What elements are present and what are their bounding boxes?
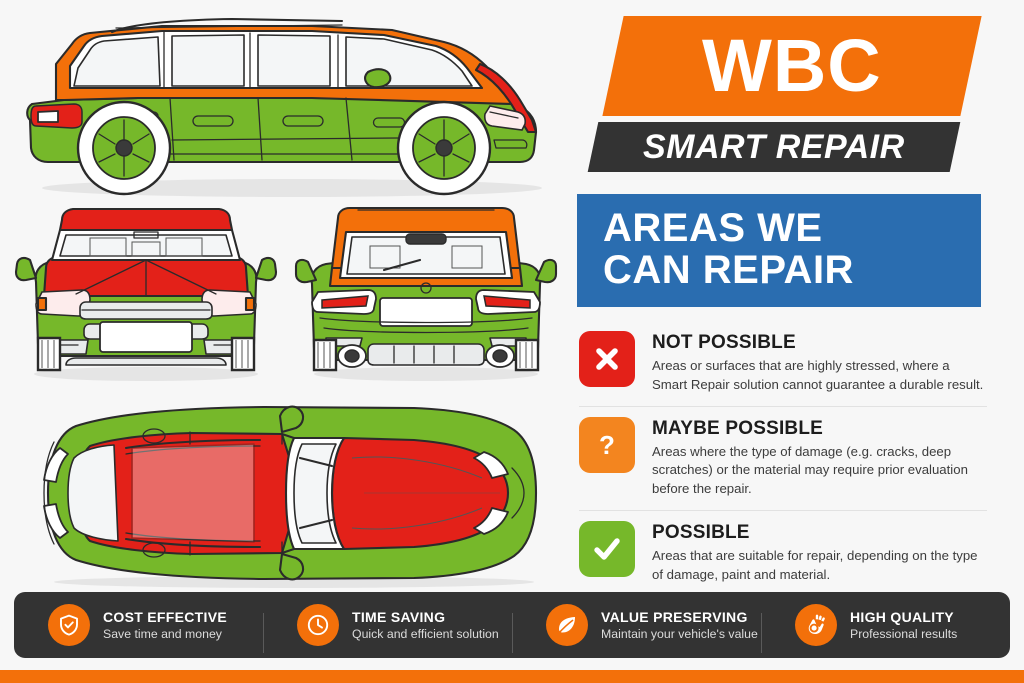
legend-item-maybe-possible: ? MAYBE POSSIBLE Areas where the type of… <box>579 407 987 511</box>
logo-tagline-bar: SMART REPAIR <box>587 122 961 172</box>
legend-item-body: NOT POSSIBLE Areas or surfaces that are … <box>652 331 987 394</box>
benefit-title: VALUE PRESERVING <box>601 609 748 625</box>
benefit-value-preserving: VALUE PRESERVING Maintain your vehicle's… <box>512 604 761 653</box>
benefit-text: VALUE PRESERVING Maintain your vehicle's… <box>601 609 758 641</box>
shield-check-icon <box>48 604 90 646</box>
benefit-text: TIME SAVING Quick and efficient solution <box>352 609 499 641</box>
benefit-subtitle: Quick and efficient solution <box>352 627 499 641</box>
benefit-title: TIME SAVING <box>352 609 446 625</box>
clock-icon <box>297 604 339 646</box>
benefit-title: COST EFFECTIVE <box>103 609 227 625</box>
benefit-subtitle: Save time and money <box>103 627 222 641</box>
benefit-cost-effective: COST EFFECTIVE Save time and money <box>14 604 263 646</box>
legend-item-title: MAYBE POSSIBLE <box>652 417 824 439</box>
benefit-high-quality: HIGH QUALITY Professional results <box>761 604 1010 653</box>
leaf-icon <box>546 604 588 646</box>
legend-item-title: POSSIBLE <box>652 521 750 543</box>
page-title: AREAS WE CAN REPAIR <box>603 206 981 292</box>
legend-item-body: POSSIBLE Areas that are suitable for rep… <box>652 521 987 584</box>
car-diagram-panel <box>0 0 575 590</box>
legend-item-description: Areas or surfaces that are highly stress… <box>652 358 984 392</box>
legend-item-possible: POSSIBLE Areas that are suitable for rep… <box>579 511 987 595</box>
legend-item-body: MAYBE POSSIBLE Areas where the type of d… <box>652 417 987 499</box>
checkmark-icon <box>579 520 635 577</box>
logo-brand-bar: WBC <box>602 16 982 116</box>
benefit-subtitle: Maintain your vehicle's value <box>601 627 758 641</box>
benefit-title: HIGH QUALITY <box>850 609 954 625</box>
ok-hand-icon <box>795 604 837 646</box>
benefits-bar: COST EFFECTIVE Save time and money TIME … <box>14 592 1010 658</box>
car-front-view <box>14 198 278 383</box>
benefit-subtitle: Professional results <box>850 627 958 641</box>
heading-line-2: CAN REPAIR <box>603 247 854 292</box>
logo-tagline-text: SMART REPAIR <box>643 128 905 166</box>
car-side-view <box>12 8 557 198</box>
car-rear-view <box>294 198 558 383</box>
benefit-text: COST EFFECTIVE Save time and money <box>103 609 227 641</box>
legend-item-title: NOT POSSIBLE <box>652 332 796 354</box>
benefit-text: HIGH QUALITY Professional results <box>850 609 957 641</box>
legend-item-description: Areas where the type of damage (e.g. cra… <box>652 443 968 497</box>
heading-line-1: AREAS WE <box>603 206 823 250</box>
svg-text:?: ? <box>599 430 615 460</box>
legend-list: NOT POSSIBLE Areas or surfaces that are … <box>579 321 987 595</box>
cross-icon <box>579 331 635 388</box>
question-mark-icon: ? <box>579 416 635 473</box>
footer-accent-strip <box>0 670 1024 683</box>
benefit-time-saving: TIME SAVING Quick and efficient solution <box>263 604 512 653</box>
car-top-view <box>14 398 559 588</box>
right-content-column: WBC SMART REPAIR AREAS WE CAN REPAIR <box>575 0 1024 590</box>
legend-item-description: Areas that are suitable for repair, depe… <box>652 547 978 582</box>
brand-logo: WBC SMART REPAIR <box>581 16 982 172</box>
legend-item-not-possible: NOT POSSIBLE Areas or surfaces that are … <box>579 321 987 407</box>
section-heading-banner: AREAS WE CAN REPAIR <box>577 194 981 308</box>
logo-brand-text: WBC <box>702 24 882 107</box>
